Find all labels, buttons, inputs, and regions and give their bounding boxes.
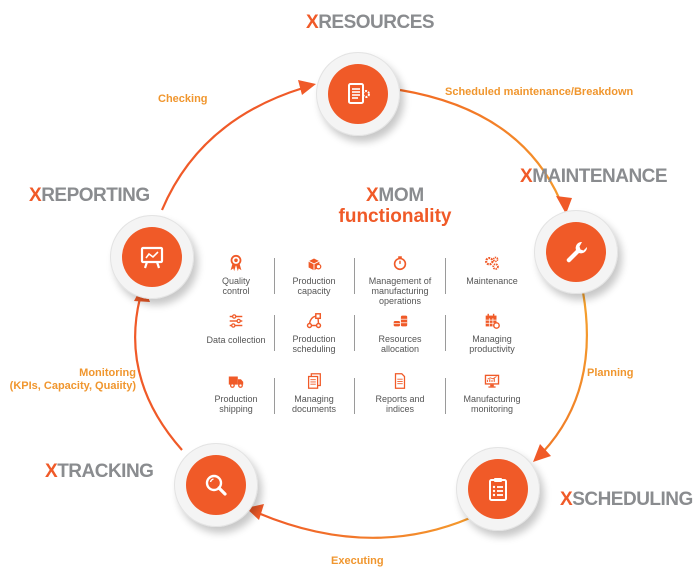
award-ribbon-icon <box>230 254 242 272</box>
monitor-chart-icon <box>484 374 500 388</box>
edge-planning <box>542 291 588 453</box>
node-maintenance[interactable] <box>534 210 618 294</box>
divider <box>445 378 446 414</box>
divider <box>445 258 446 294</box>
report-icon <box>394 373 406 389</box>
edge-label-monitoring: Monitoring (KPIs, Capacity, Quaiity) <box>9 367 136 392</box>
documents-icon <box>307 373 321 389</box>
function-maintenance: Maintenance <box>452 253 532 286</box>
edge-label-scheduled-maintenance: Scheduled maintenance/Breakdown <box>445 86 634 98</box>
divider <box>274 258 275 294</box>
wrench-icon <box>566 241 588 263</box>
function-data-collection: Data collection <box>196 311 276 345</box>
gears-icon <box>485 256 499 270</box>
arrowhead-icon <box>556 196 572 214</box>
cubes-icon <box>308 258 322 271</box>
edge-monitoring <box>134 297 183 451</box>
edge-label-executing: Executing <box>331 555 384 567</box>
edge-label-planning: Planning <box>587 367 634 379</box>
center-subtitle: functionality <box>338 206 452 227</box>
edge-executing <box>257 511 471 539</box>
divider <box>354 315 355 351</box>
module-title-maintenance: XMAINTENANCE <box>520 166 668 187</box>
divider <box>445 315 446 351</box>
stopwatch-icon <box>393 256 407 271</box>
center-title-main: XMOM <box>366 185 424 206</box>
calendar-gear-icon <box>485 313 500 329</box>
node-reporting[interactable] <box>110 215 194 299</box>
edge-label-checking: Checking <box>158 93 208 105</box>
coin-stacks-icon <box>393 315 408 327</box>
module-title-tracking: XTRACKING <box>45 461 154 482</box>
divider <box>274 378 275 414</box>
edge-scheduled-maintenance <box>399 88 562 201</box>
workflow-icon <box>306 313 322 329</box>
module-title-reporting: XREPORTING <box>29 185 150 206</box>
node-tracking[interactable] <box>174 443 258 527</box>
arrowhead-icon <box>298 80 316 95</box>
divider <box>354 258 355 294</box>
node-scheduling[interactable] <box>456 447 540 531</box>
magnifier-icon <box>205 474 227 496</box>
module-title-scheduling: XSCHEDULING <box>560 489 693 510</box>
divider <box>354 378 355 414</box>
clipboard-list-icon <box>489 478 507 501</box>
document-gear-icon <box>348 83 370 104</box>
node-resources[interactable] <box>316 52 400 136</box>
divider <box>274 315 275 351</box>
module-title-resources: XRESOURCES <box>306 12 435 33</box>
presentation-board-icon <box>140 246 164 269</box>
sliders-icon <box>229 314 243 328</box>
truck-icon <box>228 376 244 388</box>
arrowhead-icon <box>533 444 551 462</box>
edge-checking <box>160 86 304 211</box>
center-title: XMOM functionality <box>320 186 470 228</box>
